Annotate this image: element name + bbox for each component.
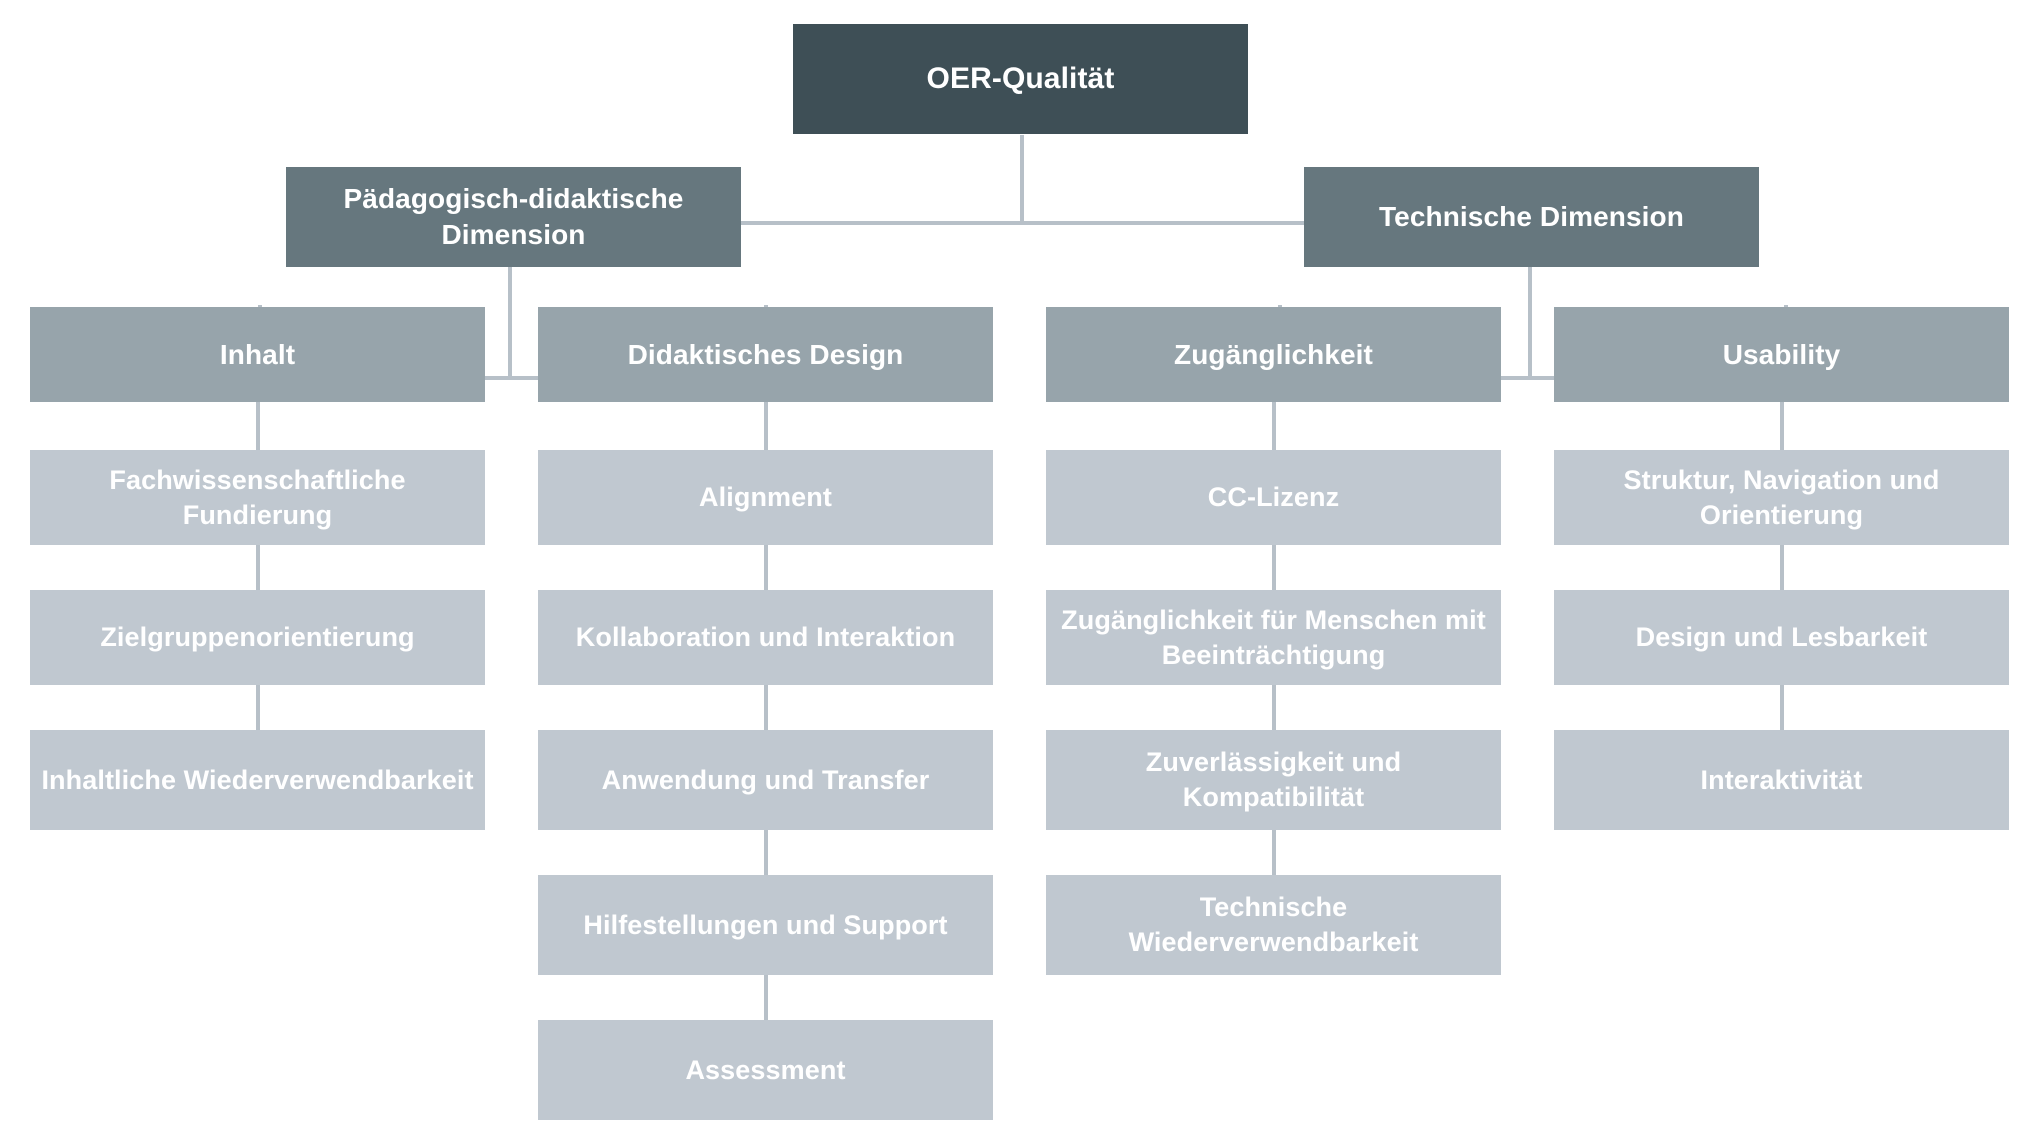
node-oer-qualitaet[interactable]: OER-Qualität (793, 24, 1248, 134)
connector-paed-stem (508, 265, 512, 380)
node-criterion-technische-wiederverwendbarkeit[interactable]: Technische Wiederverwendbarkeit (1046, 875, 1501, 975)
node-criterion-zugaenglichkeit-beeintraechtigung[interactable]: Zugänglichkeit für Menschen mit Beeinträ… (1046, 590, 1501, 685)
node-criterion-alignment[interactable]: Alignment (538, 450, 993, 545)
node-inhalt[interactable]: Inhalt (30, 307, 485, 402)
node-zugaenglichkeit[interactable]: Zugänglichkeit (1046, 307, 1501, 402)
node-usability[interactable]: Usability (1554, 307, 2009, 402)
node-criterion-cc-lizenz[interactable]: CC-Lizenz (1046, 450, 1501, 545)
connector-root-bar (510, 221, 1530, 225)
node-didaktisches-design[interactable]: Didaktisches Design (538, 307, 993, 402)
connector-tech-stem (1528, 265, 1532, 380)
node-criterion-zuverlaessigkeit-und-kompatibilitaet[interactable]: Zuverlässigkeit und Kompatibilität (1046, 730, 1501, 830)
connector-paed-bar (258, 376, 768, 380)
node-criterion-zielgruppenorientierung[interactable]: Zielgruppenorientierung (30, 590, 485, 685)
node-criterion-kollaboration-und-interaktion[interactable]: Kollaboration und Interaktion (538, 590, 993, 685)
node-criterion-hilfestellungen-und-support[interactable]: Hilfestellungen und Support (538, 875, 993, 975)
node-criterion-design-und-lesbarkeit[interactable]: Design und Lesbarkeit (1554, 590, 2009, 685)
node-criterion-fachwissenschaftliche-fundierung[interactable]: Fachwissenschaftliche Fundierung (30, 450, 485, 545)
node-criterion-interaktivitaet[interactable]: Interaktivität (1554, 730, 2009, 830)
node-criterion-assessment[interactable]: Assessment (538, 1020, 993, 1120)
node-criterion-inhaltliche-wiederverwendbarkeit[interactable]: Inhaltliche Wiederverwendbarkeit (30, 730, 485, 830)
connector-tech-bar (1278, 376, 1788, 380)
connector-root-stem (1020, 135, 1024, 225)
node-paedagogisch-didaktische-dimension[interactable]: Pädagogisch-didaktische Dimension (286, 167, 741, 267)
node-criterion-anwendung-und-transfer[interactable]: Anwendung und Transfer (538, 730, 993, 830)
node-technische-dimension[interactable]: Technische Dimension (1304, 167, 1759, 267)
node-criterion-struktur-navigation-orientierung[interactable]: Struktur, Navigation und Orientierung (1554, 450, 2009, 545)
